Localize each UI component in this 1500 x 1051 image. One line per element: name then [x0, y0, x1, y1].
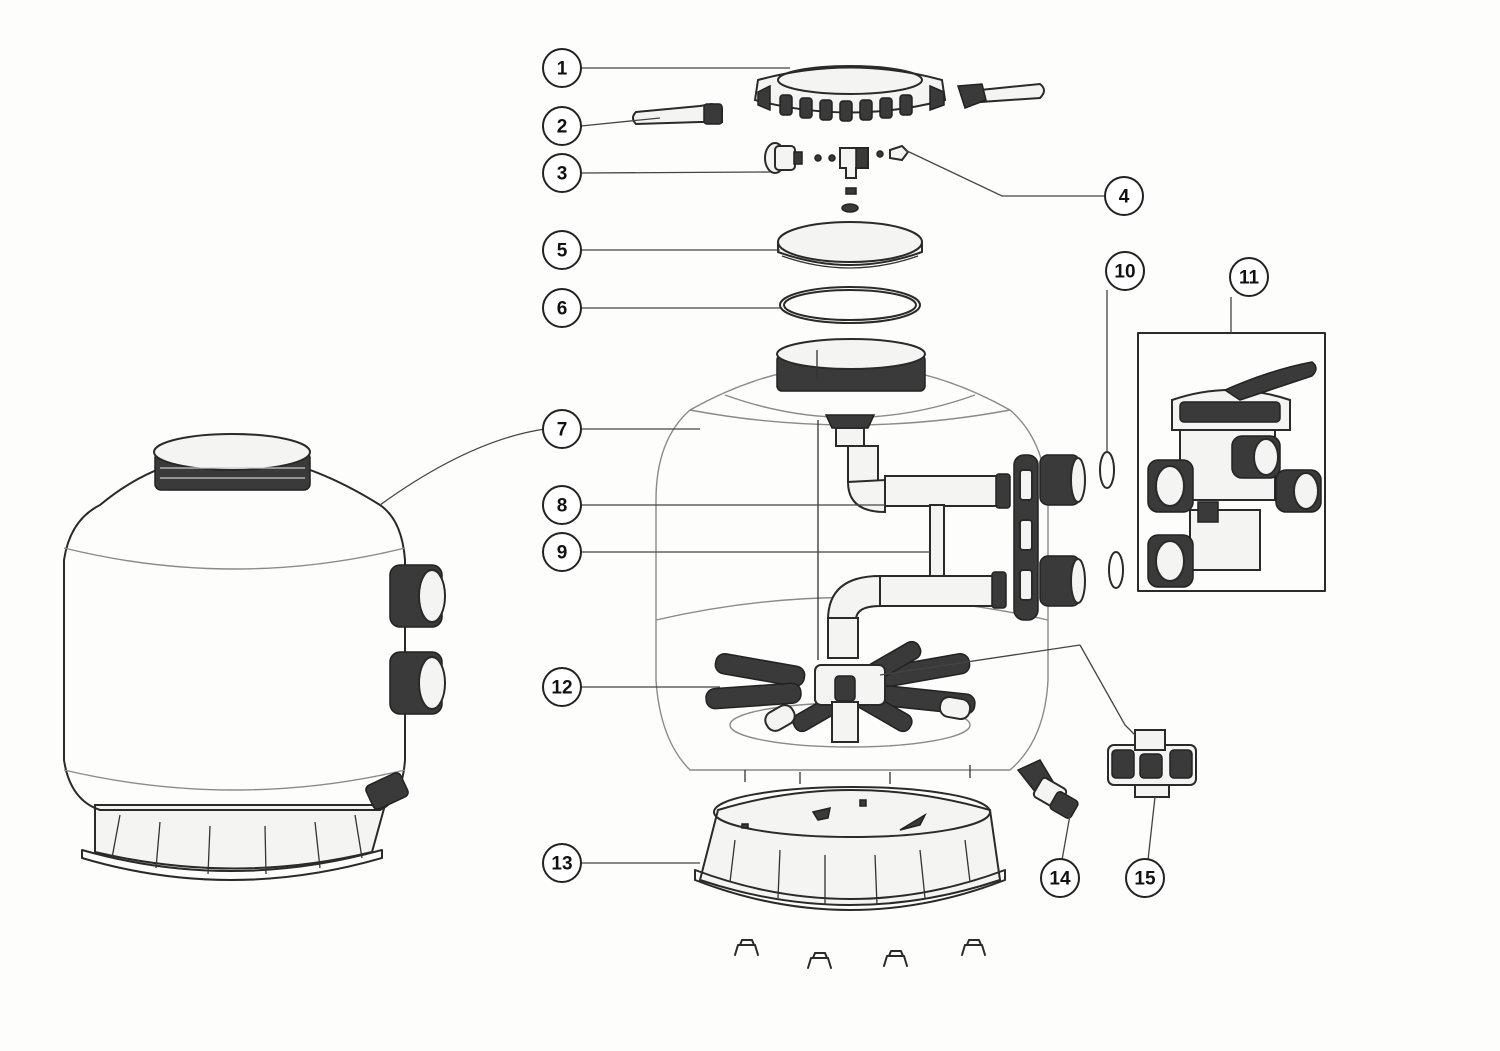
base-clips	[734, 939, 986, 969]
upper-diffuser-pipe	[824, 414, 1011, 514]
callout-1-label: 1	[557, 59, 568, 80]
callout-5: 5	[542, 230, 582, 270]
filter-lid	[777, 203, 923, 269]
callout-13-label: 13	[551, 854, 572, 875]
tank-base	[694, 786, 1006, 911]
laterals-hub	[705, 640, 976, 743]
callout-10: 10	[1105, 251, 1145, 291]
assembled-filter-tank	[63, 433, 446, 881]
callout-12-label: 12	[551, 678, 572, 699]
callout-5-label: 5	[557, 241, 568, 262]
drain-plug	[1016, 759, 1079, 819]
callout-8: 8	[542, 485, 582, 525]
pressure-gauge-assembly	[764, 142, 910, 195]
callout-12: 12	[542, 667, 582, 707]
union-o-rings	[1099, 451, 1124, 589]
lower-pipe-assembly	[817, 420, 1007, 660]
bulkhead-plate	[1013, 454, 1086, 621]
callout-14-label: 14	[1049, 869, 1071, 890]
callout-2: 2	[542, 106, 582, 146]
callout-13: 13	[542, 843, 582, 883]
callout-3: 3	[542, 153, 582, 193]
callout-9-label: 9	[557, 543, 568, 564]
callout-11: 11	[1229, 257, 1269, 297]
callout-6-label: 6	[557, 299, 568, 320]
hub-detail	[1107, 729, 1197, 798]
callout-1: 1	[542, 48, 582, 88]
callout-8-label: 8	[557, 496, 568, 517]
callout-10-label: 10	[1114, 262, 1135, 283]
callout-7-label: 7	[557, 420, 568, 441]
callout-6: 6	[542, 288, 582, 328]
callout-4: 4	[1104, 176, 1144, 216]
callout-9: 9	[542, 532, 582, 572]
multiport-valve	[1137, 332, 1326, 592]
callout-7: 7	[542, 409, 582, 449]
callout-14: 14	[1040, 858, 1080, 898]
callout-4-label: 4	[1119, 187, 1130, 208]
leader-lines	[379, 67, 1232, 864]
callout-15-label: 15	[1134, 869, 1156, 890]
lid-o-ring	[779, 286, 921, 324]
callout-11-label: 11	[1239, 268, 1260, 289]
lock-ring	[753, 65, 947, 122]
callout-15: 15	[1125, 858, 1165, 898]
callout-3-label: 3	[557, 164, 568, 185]
ring-handles	[632, 82, 1045, 126]
callout-2-label: 2	[557, 117, 568, 138]
